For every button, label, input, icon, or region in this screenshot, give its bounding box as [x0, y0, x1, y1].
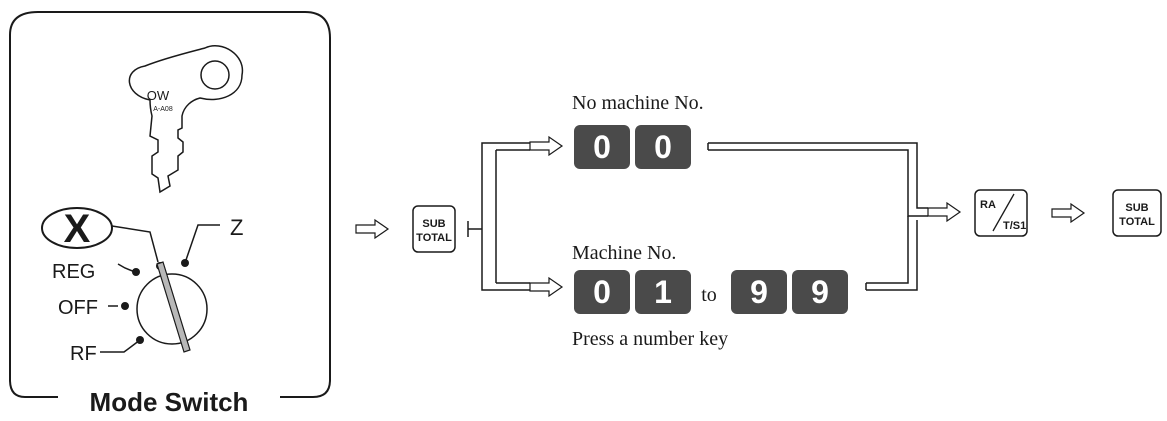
- ra-ts1-key: RA T/S1: [974, 189, 1028, 237]
- sub-total-key: SUB TOTAL: [412, 205, 456, 253]
- off-dot: [121, 302, 129, 310]
- off-label: OFF: [58, 297, 98, 319]
- branch-top-arrow: [529, 136, 563, 156]
- key-label-bottom: A-A08: [153, 106, 173, 113]
- bottom-key-2: [635, 270, 691, 314]
- rf-label: RF: [70, 343, 97, 365]
- ra-key-bottom: T/S1: [1003, 220, 1026, 232]
- reg-label: REG: [52, 261, 95, 283]
- key-icon: [128, 45, 244, 194]
- branch-bottom-label: Machine No.: [572, 242, 676, 264]
- z-position-label: Z: [230, 215, 243, 240]
- branch-bottom-arrow: [529, 277, 563, 297]
- key-label-top: OW: [147, 88, 170, 103]
- mode-switch-panel: Mode Switch OW A-A08 X Z REG OFF: [9, 11, 331, 417]
- switch-lever: [156, 261, 191, 353]
- branch-bottom-caption: Press a number key: [572, 328, 728, 350]
- branch-bracket: [467, 142, 530, 291]
- sub-total-key-line1: SUB: [422, 218, 445, 230]
- bottom-key-3: [731, 270, 787, 314]
- x-position-oval: [41, 207, 113, 249]
- branch-top-label: No machine No.: [572, 92, 704, 114]
- switch-leader-lines: [100, 224, 220, 353]
- bottom-key-1: [574, 270, 630, 314]
- bottom-key-2-label: 1: [654, 274, 672, 310]
- range-to-text: to: [701, 284, 717, 306]
- bottom-key-3-label: 9: [750, 274, 768, 310]
- x-position-label: X: [64, 207, 91, 251]
- top-keys: 0 0: [574, 125, 691, 169]
- top-key-1: [574, 125, 630, 169]
- flow-arrow-final: [1051, 203, 1085, 223]
- top-key-2: [635, 125, 691, 169]
- flow-arrow-1: [355, 219, 389, 239]
- merge-lines: [707, 142, 928, 291]
- z-dot: [181, 259, 189, 267]
- final-sub-total-key: SUB TOTAL: [1112, 189, 1162, 237]
- bottom-key-4-label: 9: [811, 274, 829, 310]
- merge-arrow: [927, 202, 961, 222]
- rf-dot: [136, 336, 144, 344]
- final-sub-total-line1: SUB: [1125, 202, 1148, 214]
- bottom-keys: 0 1 to 9 9: [574, 270, 848, 314]
- reg-dot: [132, 268, 140, 276]
- final-sub-total-line2: TOTAL: [1119, 216, 1155, 228]
- bottom-key-1-label: 0: [593, 274, 611, 310]
- top-key-2-label: 0: [654, 129, 672, 165]
- ra-key-top: RA: [980, 199, 996, 211]
- mode-switch-title: Mode Switch: [90, 387, 249, 417]
- sub-total-key-line2: TOTAL: [416, 232, 452, 244]
- bottom-key-4: [792, 270, 848, 314]
- top-key-1-label: 0: [593, 129, 611, 165]
